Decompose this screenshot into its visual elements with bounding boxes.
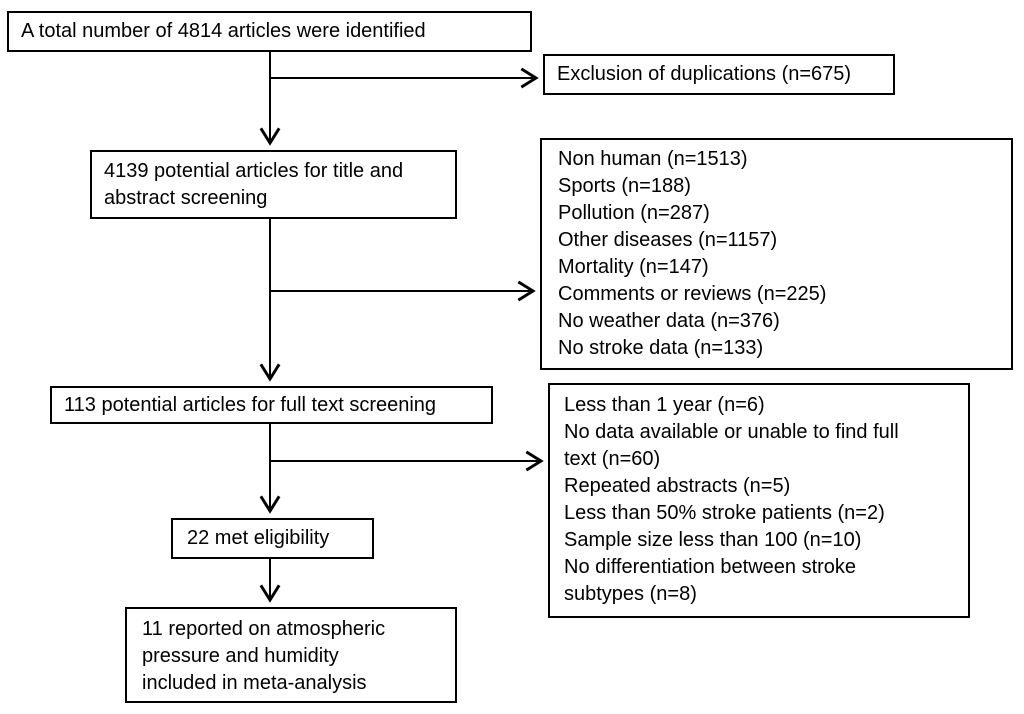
exclusion-reason-line: No weather data (n=376) <box>558 310 780 332</box>
exclusion-reason-line: Pollution (n=287) <box>558 202 710 224</box>
box-articles-identified: A total number of 4814 articles were ide… <box>7 11 532 52</box>
exclusion-reason-line: No differentiation between stroke subtyp… <box>564 556 857 605</box>
box-full-text-exclusion-reasons: Less than 1 year (n=6) No data available … <box>548 383 970 618</box>
exclusion-reason-line: Repeated abstracts (n=5) <box>564 475 791 497</box>
exclusion-reason-line: Less than 50% stroke patients (n=2) <box>564 502 885 524</box>
exclusion-reason-line: Mortality (n=147) <box>558 256 709 278</box>
exclusion-reason-line: No data available or unable to find full… <box>564 421 899 470</box>
exclusion-reason-line: Sample size less than 100 (n=10) <box>564 529 862 551</box>
exclusion-reason-line: No stroke data (n=133) <box>558 337 764 359</box>
box-title-abstract-exclusion-reasons: Non human (n=1513) Sports (n=188) Pollutio… <box>540 138 1013 370</box>
box-exclusion-duplications: Exclusion of duplications (n=675) <box>543 54 895 95</box>
box-title-abstract-screening: 4139 potential articles for title and ab… <box>90 150 457 219</box>
exclusion-reason-line: Other diseases (n=1157) <box>558 229 778 251</box>
exclusion-reason-line: Comments or reviews (n=225) <box>558 283 827 305</box>
exclusion-reason-line: Sports (n=188) <box>558 175 691 197</box>
box-meta-analysis-included: 11 reported on atmospheric pressure and … <box>125 607 457 703</box>
box-full-text-screening: 113 potential articles for full text scr… <box>50 386 493 424</box>
box-met-eligibility: 22 met eligibility <box>171 518 374 559</box>
exclusion-reason-line: Less than 1 year (n=6) <box>564 394 765 416</box>
exclusion-reason-line: Non human (n=1513) <box>558 148 748 170</box>
